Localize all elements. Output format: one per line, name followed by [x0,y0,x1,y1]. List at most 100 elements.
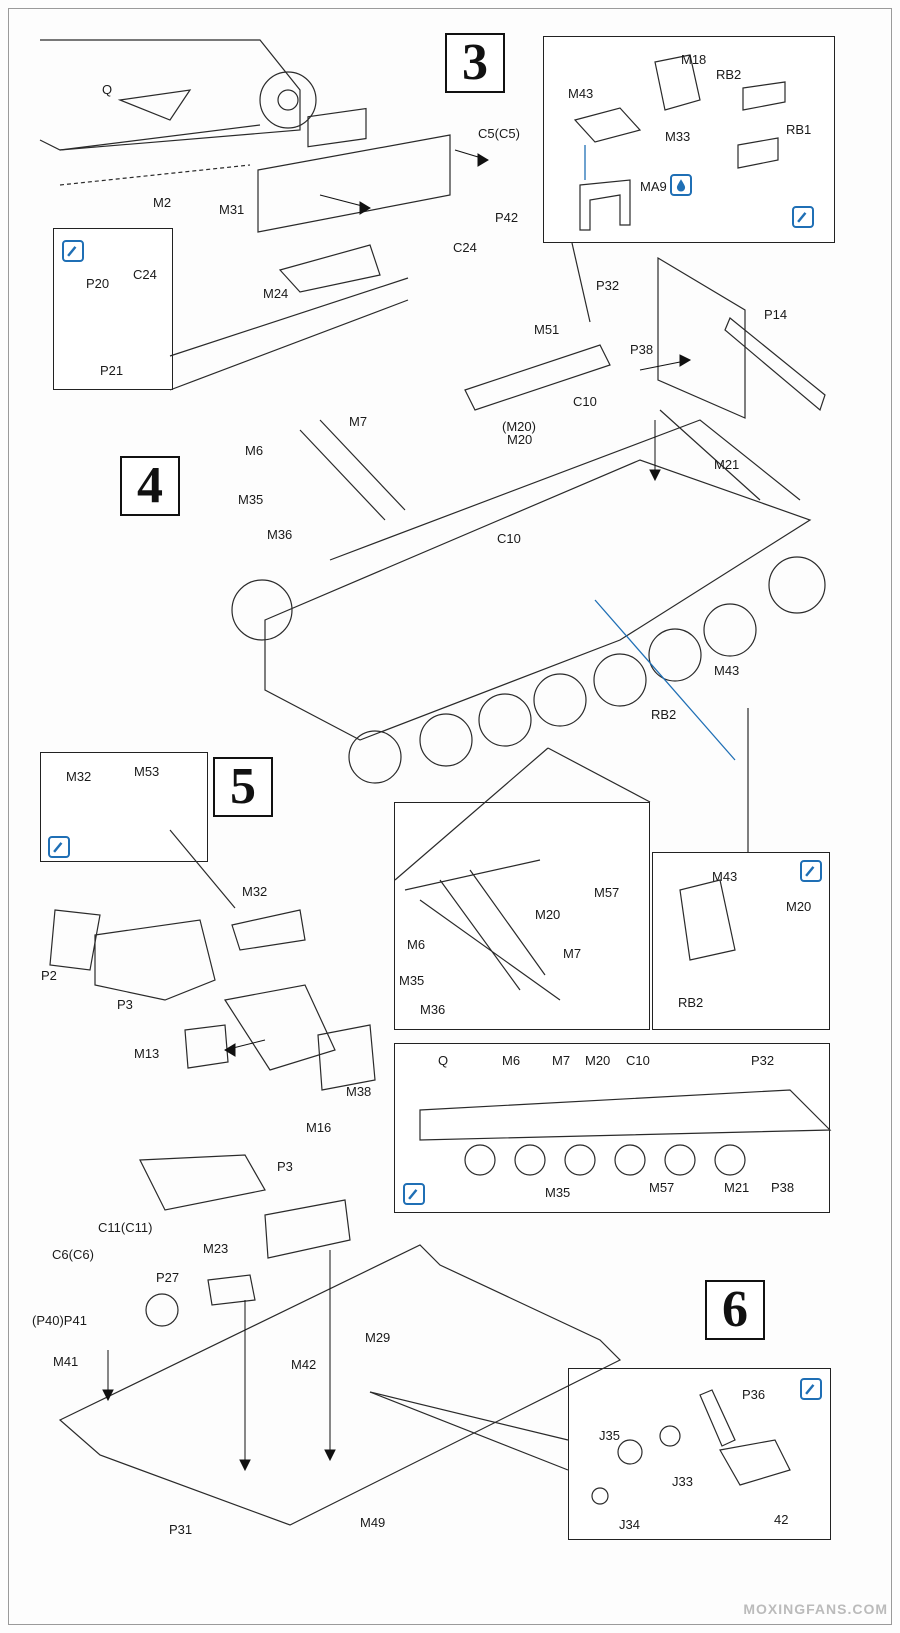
label-p32: P32 [596,278,620,293]
label-p36: P36 [742,1387,766,1402]
m43-seat-drawing [573,107,642,143]
hull-drawing [264,459,812,741]
label-m32-inset: M32 [66,769,92,784]
road-wheels-drawing [231,556,826,784]
label-m7: M7 [349,414,368,429]
label-c10-lower: C10 [497,531,521,546]
label-ma9: MA9 [640,179,667,194]
label-m13: M13 [134,1046,160,1061]
label-c24: C24 [453,240,477,255]
sheet-border [8,8,892,1625]
label-rb2-inset: RB2 [716,67,742,82]
inset-j-parts [568,1368,831,1540]
label-m20-side: M20 [585,1053,611,1068]
paint-brush-icon [48,836,70,858]
label-m6-side: M6 [502,1053,521,1068]
label-p42: P42 [495,210,519,225]
sprocket-wheel-drawing [259,71,317,129]
label-q: Q [102,82,113,97]
label-p38: P38 [630,342,654,357]
paint-drop-icon [670,174,692,196]
watermark: MOXINGFANS.COM [743,1601,888,1617]
m29-floor-plate-drawing [58,1244,622,1526]
label-m57-side: M57 [649,1180,675,1195]
step-5-number: 5 [213,757,273,817]
label-rb2-interior: RB2 [678,995,704,1010]
label-m20: M20 [507,432,533,447]
label-q-side: Q [438,1053,449,1068]
paint-brush-icon [800,1378,822,1400]
label-m49: M49 [360,1515,386,1530]
label-p27: P27 [156,1270,180,1285]
label-m33: M33 [665,129,691,144]
p32-panel-drawing [657,256,746,419]
label-p42-partial: 42 [774,1512,789,1527]
label-j35: J35 [599,1428,620,1443]
label-p14: P14 [764,307,788,322]
inset-step3-detail [543,36,835,243]
label-p41: (P40)P41 [32,1313,87,1328]
label-p32-side: P32 [751,1053,775,1068]
label-m6-interior: M6 [407,937,426,952]
label-m29: M29 [365,1330,391,1345]
label-p3: P3 [117,997,133,1012]
label-m18: M18 [681,52,707,67]
label-m24: M24 [263,286,289,301]
p3-housing-drawing [94,919,216,1001]
label-m43: M43 [714,663,740,678]
label-p21: P21 [100,363,124,378]
label-m20-interior-right: M20 [786,899,812,914]
label-m7-interior: M7 [563,946,582,961]
label-m36-interior: M36 [420,1002,446,1017]
label-m21: M21 [714,457,740,472]
label-m35: M35 [238,492,264,507]
label-m57: M57 [594,885,620,900]
step-6-number: 6 [705,1280,765,1340]
paint-brush-icon [792,206,814,228]
label-m42: M42 [291,1357,317,1372]
inset-hull-interior-right [652,852,830,1030]
label-m6: M6 [245,443,264,458]
paint-brush-icon [403,1183,425,1205]
label-c24-inset: C24 [133,267,157,282]
p14-strip-drawing [724,317,826,412]
label-m51: M51 [534,322,560,337]
label-m41: M41 [53,1354,79,1369]
paint-brush-icon [800,860,822,882]
label-m35-side: M35 [545,1185,571,1200]
label-p20: P20 [86,276,110,291]
label-m43-inset: M43 [568,86,594,101]
step-4-number: 4 [120,456,180,516]
inset-side-view [394,1043,830,1213]
label-p31: P31 [169,1522,193,1537]
inset-m32-m53 [40,752,208,862]
label-m21-side: M21 [724,1180,750,1195]
label-c6: C6(C6) [52,1247,94,1262]
label-j33: J33 [672,1474,693,1489]
label-m16: M16 [306,1120,332,1135]
label-m20-interior: M20 [535,907,561,922]
inset-hull-interior-left [394,802,650,1030]
label-c10: C10 [573,394,597,409]
label-m43-interior: M43 [712,869,738,884]
label-m35-interior: M35 [399,973,425,988]
label-rb2: RB2 [651,707,677,722]
label-p3-step6: P3 [277,1159,293,1174]
label-m7-side: M7 [552,1053,571,1068]
label-m2: M2 [153,195,172,210]
label-m36: M36 [267,527,293,542]
label-m32: M32 [242,884,268,899]
label-c10-side: C10 [626,1053,650,1068]
paint-brush-icon [62,240,84,262]
label-j34: J34 [619,1517,640,1532]
label-m20-alt: (M20) [502,419,536,434]
label-p2: P2 [41,968,57,983]
label-m23: M23 [203,1241,229,1256]
label-m53: M53 [134,764,160,779]
step-3-number: 3 [445,33,505,93]
label-c11: C11(C11) [98,1220,153,1235]
hull-rear-corner-drawing [39,39,301,151]
label-m31: M31 [219,202,245,217]
